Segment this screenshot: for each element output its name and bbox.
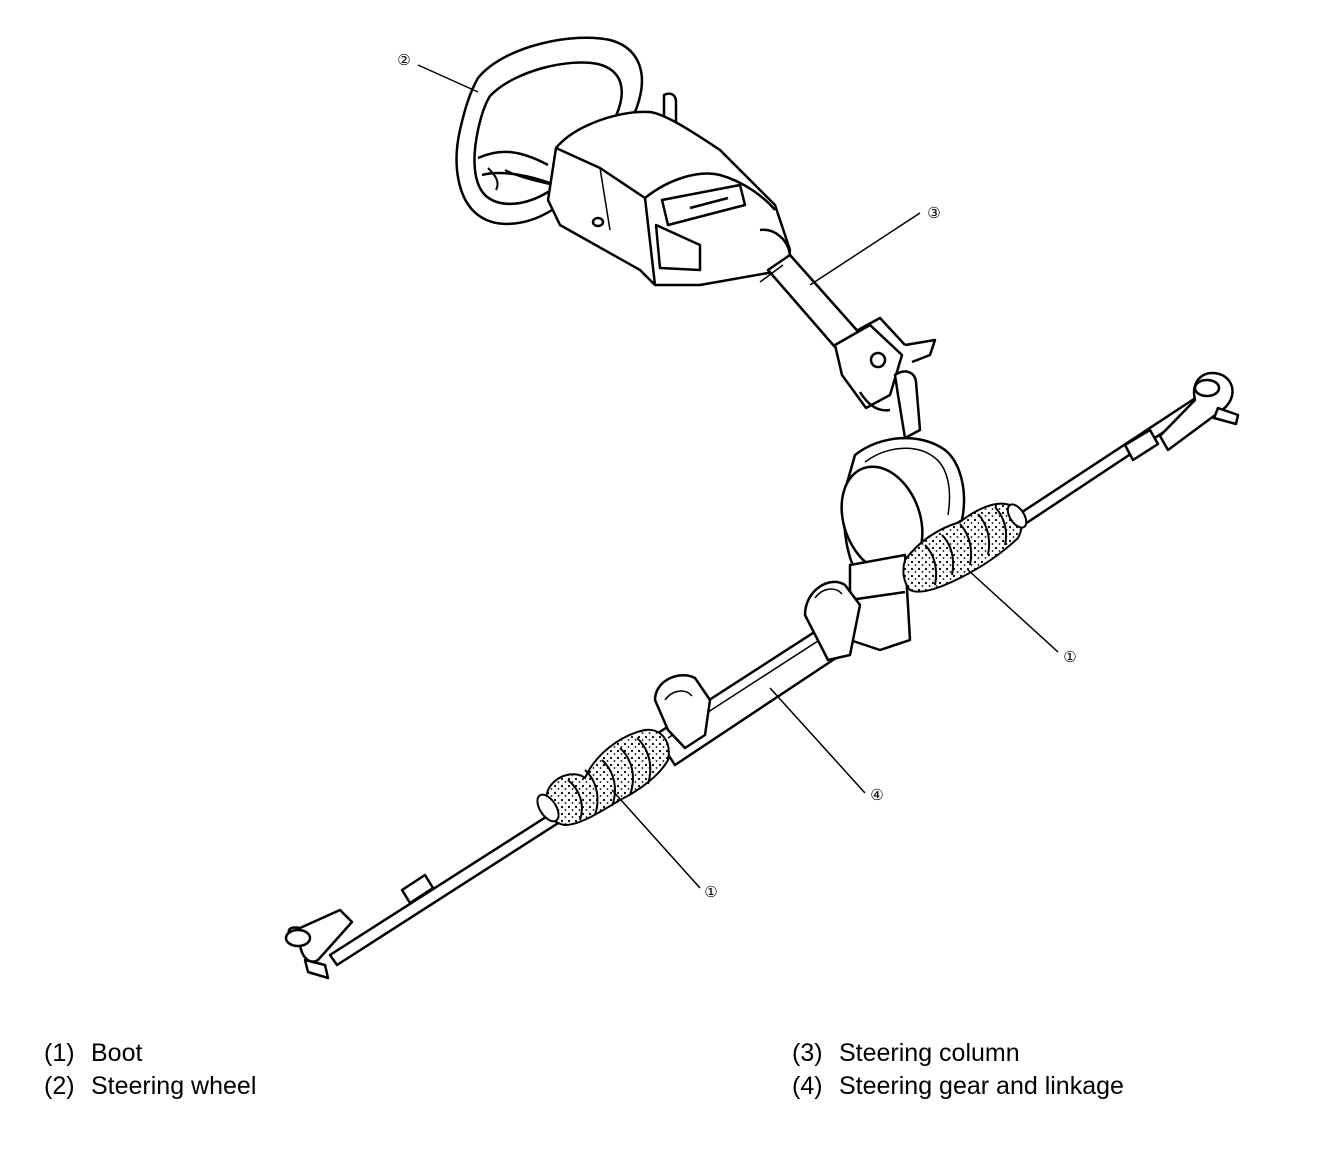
callouts: ② ③ ① ④ ①: [397, 51, 1076, 901]
legend-number: (4): [792, 1072, 823, 1100]
steering-gear-and-linkage: [284, 371, 1240, 980]
boot-right: [902, 502, 1028, 593]
callout-1-right: ①: [1063, 648, 1076, 666]
legend-label: Steering gear and linkage: [839, 1072, 1124, 1100]
callout-1-left: ①: [704, 883, 717, 901]
steering-wheel: [455, 36, 678, 226]
left-rack-clamp: [653, 674, 712, 750]
legend-number: (1): [44, 1039, 75, 1067]
legend-item-steering-column: (3) Steering column: [792, 1037, 1124, 1070]
legend-label: Steering column: [839, 1039, 1020, 1067]
callout-3-number: ③: [927, 204, 940, 222]
steering-column: [546, 110, 937, 440]
gearbox-housing: [803, 436, 966, 662]
legend-right: (3) Steering column (4) Steering gear an…: [792, 1037, 1124, 1103]
boot-left: [536, 728, 670, 827]
callout-1-right-number: ①: [1063, 648, 1076, 666]
legend-item-steering-gear-and-linkage: (4) Steering gear and linkage: [792, 1070, 1124, 1103]
callout-2-number: ②: [397, 51, 410, 69]
leader-lines: [417, 64, 1059, 889]
steering-system-diagram: ② ③ ① ④ ①: [284, 36, 1240, 980]
callout-3: ③: [927, 204, 940, 222]
legend-item-boot: (1) Boot: [44, 1037, 256, 1070]
callout-1-left-number: ①: [704, 883, 717, 901]
callout-2: ②: [397, 51, 410, 69]
legend-left: (1) Boot (2) Steering wheel: [44, 1037, 256, 1103]
legend-item-steering-wheel: (2) Steering wheel: [44, 1070, 256, 1103]
callout-4: ④: [870, 786, 883, 804]
legend-label: Steering wheel: [91, 1072, 257, 1100]
callout-4-number: ④: [870, 786, 883, 804]
legend-number: (2): [44, 1072, 75, 1100]
legend-number: (3): [792, 1039, 823, 1067]
legend-label: Boot: [91, 1039, 143, 1067]
